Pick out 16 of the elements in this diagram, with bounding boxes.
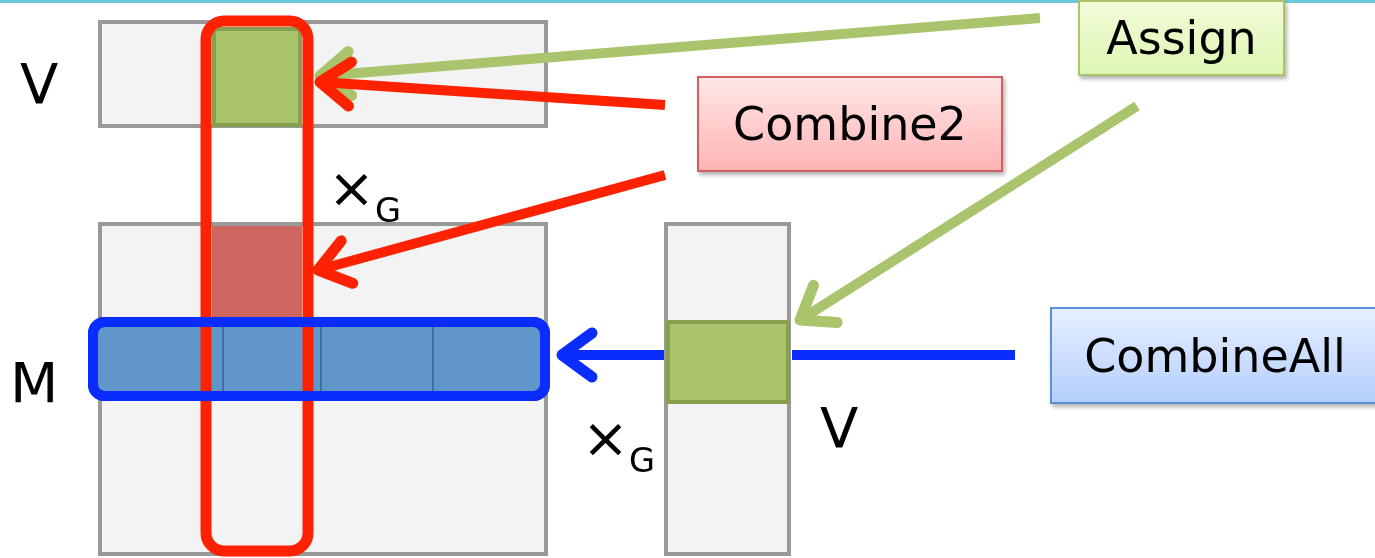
operation-box: CombineAll [1050,307,1375,404]
operation-box: Assign [1078,0,1285,76]
matrix-label: ×$_{G}$ [582,410,655,478]
matrix-label: V [20,56,59,112]
matrix-cell [212,226,302,318]
matrix-label: M [10,355,59,411]
arrow [314,56,666,112]
vector-cell [666,320,790,404]
vector-cell [212,27,302,127]
arrow [556,327,664,383]
matrix-label: ×$_{G}$ [328,160,401,228]
operation-box: Combine2 [697,76,1003,172]
arrow [794,101,1140,328]
arrow [314,13,1041,101]
matrix-label: V [820,400,859,456]
arrow [312,170,667,289]
